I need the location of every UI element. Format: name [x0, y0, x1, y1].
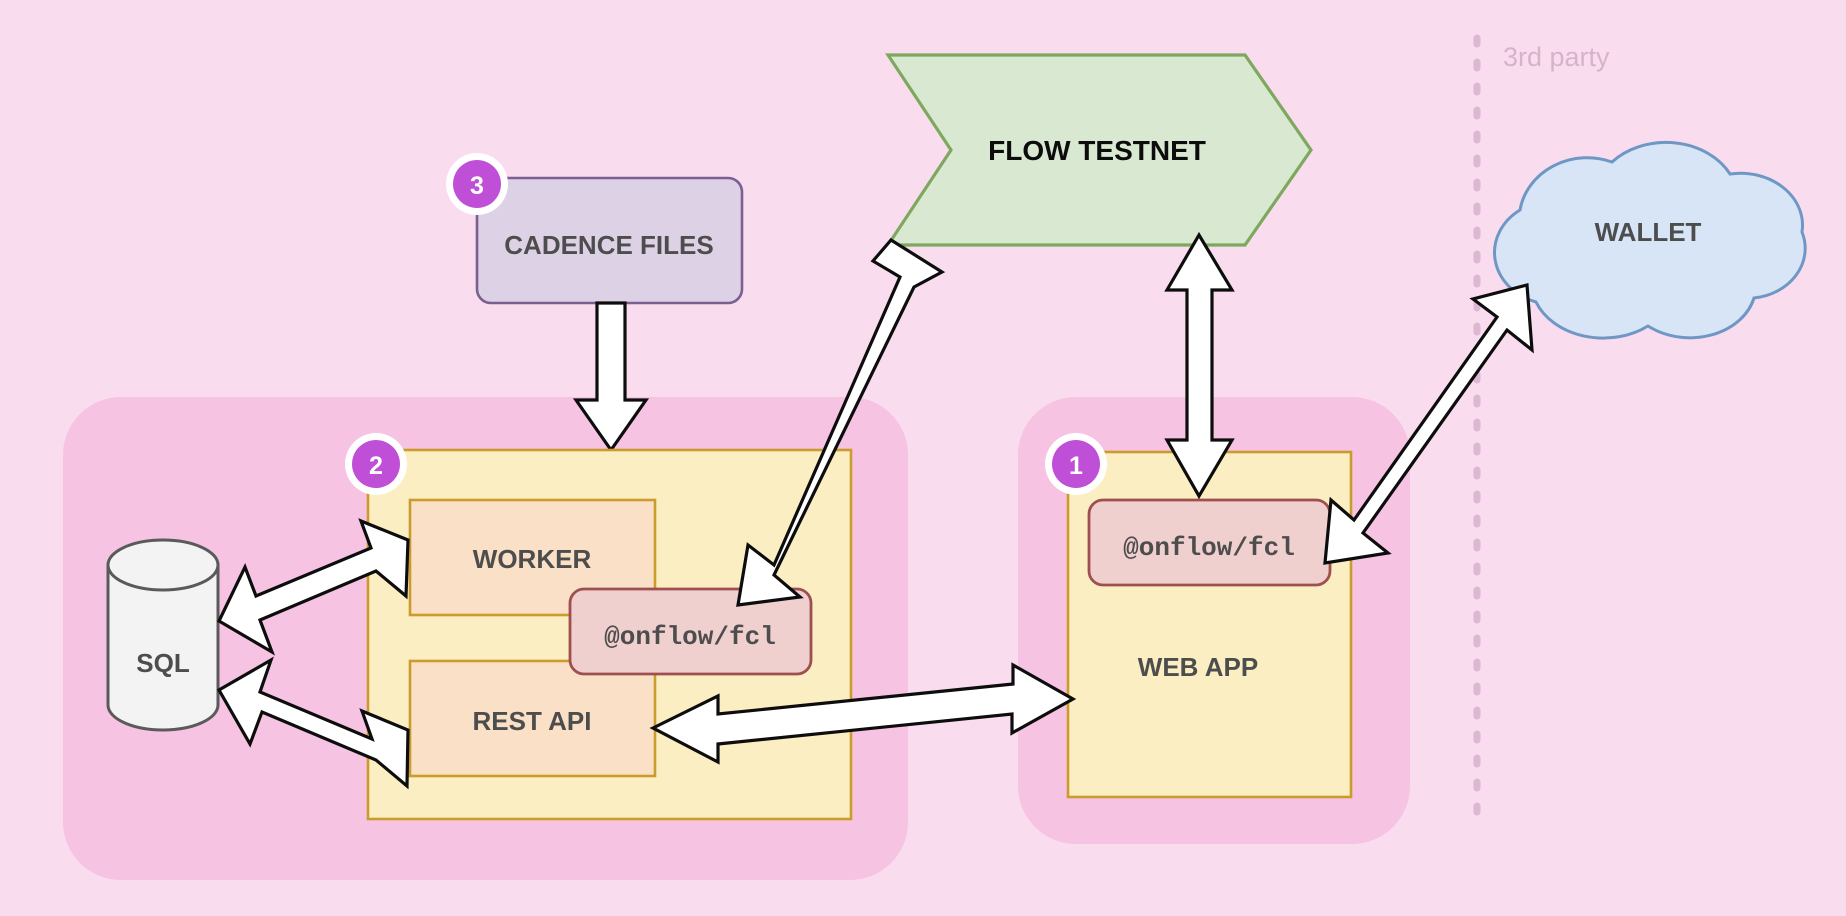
- cadence-files-label: CADENCE FILES: [504, 230, 713, 260]
- badge-1[interactable]: 1: [1045, 433, 1107, 495]
- arrow-sql-to-restapi: [216, 656, 410, 790]
- wallet-label: WALLET: [1595, 217, 1702, 247]
- sql-cylinder-top: [106, 538, 220, 592]
- badge-2[interactable]: 2: [345, 433, 407, 495]
- badge-2-number: 2: [369, 452, 383, 480]
- badge-1-number: 1: [1069, 452, 1083, 480]
- backend-fcl-label: @onflow/fcl: [604, 622, 776, 652]
- flow-testnet-shape: [885, 53, 1313, 247]
- rest-api-label: REST API: [473, 706, 592, 736]
- backend-fcl-box: [568, 587, 813, 676]
- third-party-label: 3rd party: [1503, 42, 1610, 72]
- arrow-sql-to-worker: [216, 518, 410, 656]
- web-app-label: WEB APP: [1138, 652, 1258, 682]
- badge-3[interactable]: 3: [446, 153, 508, 215]
- flow-testnet-label: FLOW TESTNET: [988, 135, 1206, 166]
- wallet-shape: [1493, 140, 1807, 340]
- badge-3-number: 3: [470, 172, 484, 200]
- arrow-cadence-to-backend: [572, 301, 650, 453]
- arrow-web-fcl-to-wallet: [1323, 282, 1534, 565]
- sql-cylinder-body: [106, 563, 220, 732]
- arrow-backend-fcl-to-testnet: [736, 237, 946, 607]
- web-fcl-label: @onflow/fcl: [1123, 533, 1295, 563]
- worker-label: WORKER: [473, 544, 592, 574]
- arrow-restapi-to-webapp: [649, 662, 1077, 765]
- arrow-web-fcl-to-testnet: [1164, 231, 1235, 500]
- rest-api-box: [408, 659, 657, 778]
- sql-label: SQL: [136, 648, 190, 678]
